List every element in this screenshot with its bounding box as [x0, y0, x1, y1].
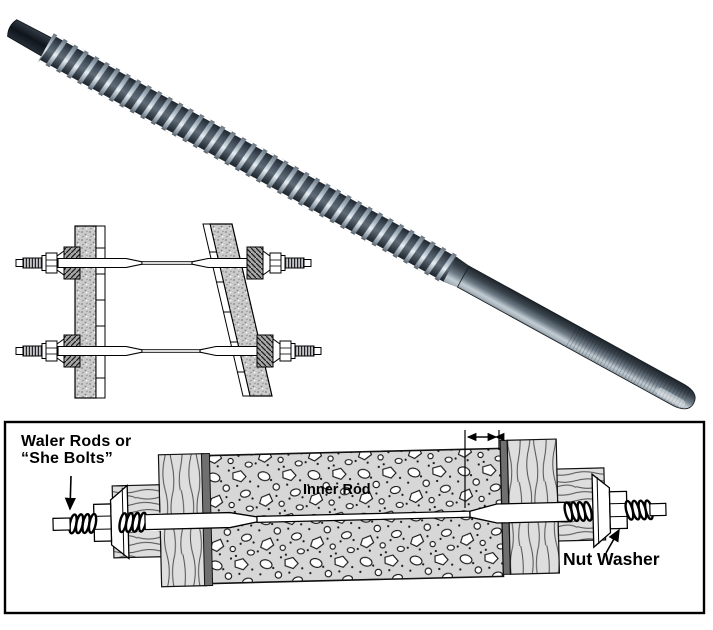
inner-rod-label: Inner Rod: [303, 482, 371, 498]
right-rod-tip: [649, 502, 667, 517]
rod-taper: [443, 257, 472, 289]
right-nut: [608, 490, 629, 530]
left-rod-tip: [52, 517, 71, 531]
she-bolt-cross-section-panel: [3, 420, 706, 615]
nut-washer-label: Nut Washer: [563, 549, 660, 569]
waler-rod-photo: [7, 19, 696, 410]
rod-hex-end: [7, 19, 57, 59]
nut-washer-arrow: [605, 528, 620, 554]
waler-rods-label-line1: Waler Rods or: [21, 433, 132, 450]
left-outer-thread-coil: [66, 512, 100, 536]
right-inner-thread-coil: [561, 500, 595, 524]
tie-rod-bottom: [15, 334, 322, 368]
rod-fine-threads: [564, 325, 692, 409]
rod-thread-ridges: [38, 33, 459, 284]
waler-rods-label-line2: “She Bolts”: [21, 450, 113, 467]
cross-section-assembly: [52, 438, 667, 588]
waler-label-arrow: [64, 475, 76, 511]
waler-rods-label: Waler Rods or “She Bolts”: [21, 433, 131, 467]
left-inner-thread-coil: [116, 510, 150, 534]
formwork-tie-diagram: [15, 223, 322, 399]
setback-dimension: [464, 430, 505, 508]
tie-rod-top: [15, 246, 312, 280]
rod-end-highlight: [656, 387, 686, 408]
left-form-liner: [95, 225, 106, 399]
